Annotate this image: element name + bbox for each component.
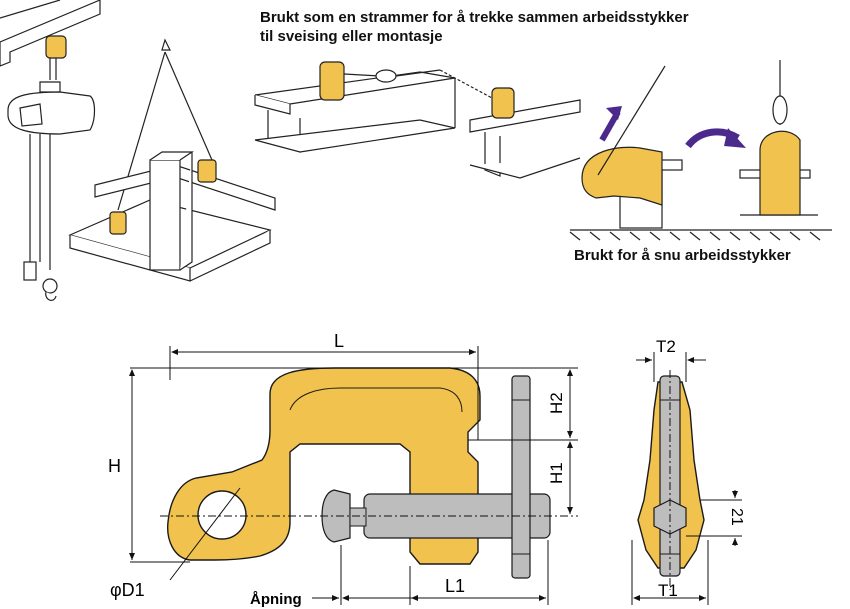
- caption-tightener-line1: Brukt som en strammer for å trekke samme…: [260, 9, 689, 26]
- screw-neck: [349, 507, 367, 527]
- side-dimension-lines: [631, 352, 742, 605]
- dim-label-L1: L1: [445, 576, 465, 596]
- turning-clamp-tilted-icon: [581, 146, 663, 206]
- crossbeam-lift-scene: [68, 38, 276, 282]
- crossbeam-clamp-left-icon: [109, 211, 127, 235]
- tommy-bar: [511, 375, 531, 579]
- tensioner-clamp-right-icon: [491, 87, 515, 119]
- front-dimension-lines: [129, 346, 578, 605]
- hoist-scene: [0, 0, 101, 301]
- caption-turning: Brukt for å snu arbeidsstykker: [574, 247, 791, 264]
- dim-label-L: L: [334, 331, 344, 351]
- dim-label-H: H: [108, 456, 121, 476]
- turning-scene: [569, 60, 832, 241]
- dim-label-21: 21: [728, 508, 745, 526]
- hoist-clamp-icon: [45, 35, 67, 59]
- dim-label-H2: H2: [547, 392, 566, 414]
- crossbeam-clamp-right-icon: [197, 159, 217, 183]
- dim-label-H1: H1: [547, 462, 566, 484]
- clamp-front-view: [167, 367, 551, 579]
- clamp-inner-edge: [289, 387, 463, 413]
- caption-tightener-line2: til sveising eller montasje: [260, 28, 443, 45]
- clamp-eye-hole: [197, 490, 247, 540]
- dim-label-T2: T2: [656, 337, 676, 356]
- lift-arrowhead-icon: [606, 106, 622, 120]
- turning-clamp-upright-icon: [759, 130, 801, 216]
- turn-arrowhead-icon: [724, 128, 746, 148]
- tensioner-scene: [254, 61, 581, 179]
- dim-label-D1: φD1: [110, 580, 145, 600]
- dim-label-opening: Åpning: [250, 591, 302, 608]
- dim-label-T1: T1: [658, 581, 678, 600]
- clamp-side-view: [637, 375, 705, 577]
- tensioner-clamp-left-icon: [319, 61, 345, 101]
